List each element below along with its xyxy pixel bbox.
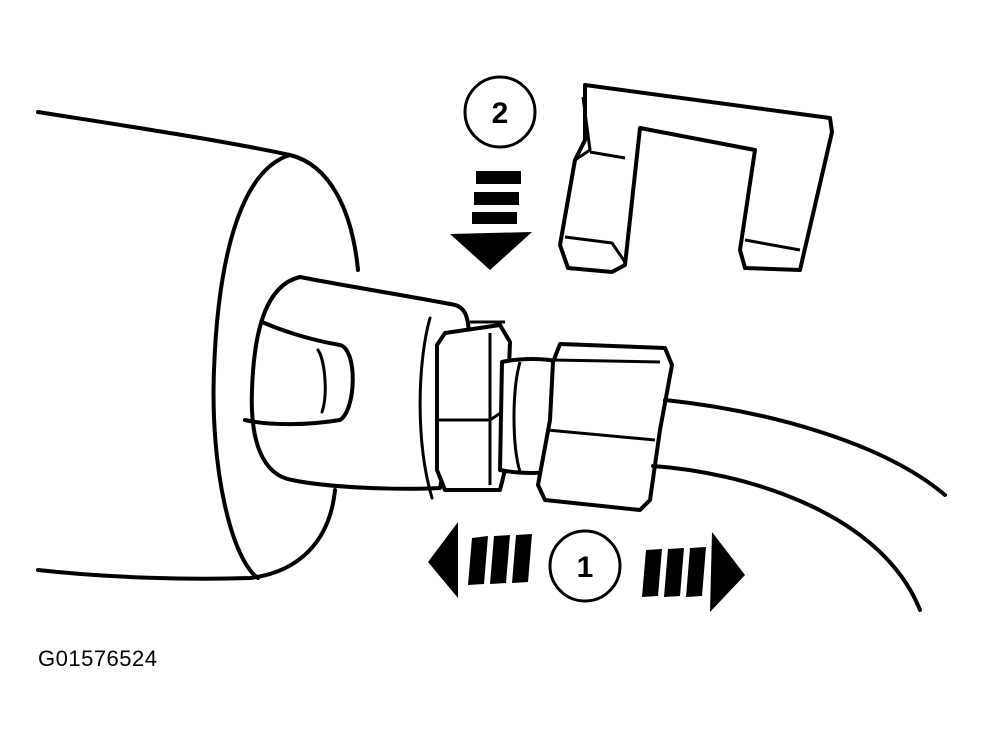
fuel-line-tube xyxy=(651,398,947,612)
callout-1: 1 xyxy=(548,529,622,603)
arrow-dash xyxy=(642,549,662,597)
spring-lock-clip xyxy=(558,83,834,274)
step-1-arrow-right xyxy=(642,532,745,612)
step-2-arrow xyxy=(450,171,532,270)
arrow-dash xyxy=(468,536,488,585)
figure-id: G01576524 xyxy=(38,646,158,671)
arrow-dash xyxy=(512,534,532,583)
arrow-dash xyxy=(686,547,706,597)
arrow-dash xyxy=(472,212,517,224)
arrow-dash xyxy=(664,548,684,597)
arrow-dash xyxy=(476,171,521,184)
arrow-head xyxy=(710,532,745,612)
filter-hex-nut xyxy=(435,320,512,492)
step-1-arrow-left xyxy=(428,522,532,598)
arrow-head xyxy=(428,522,458,598)
fuel-line-fitting xyxy=(536,342,674,512)
arrow-head xyxy=(450,232,532,270)
arrow-dash xyxy=(490,535,510,584)
fuel-filter-body xyxy=(36,110,360,581)
arrow-dash xyxy=(474,192,519,205)
callout-2-label: 2 xyxy=(492,97,509,130)
callout-1-label: 1 xyxy=(577,551,594,584)
filter-outlet-nipple xyxy=(243,275,471,500)
callout-2: 2 xyxy=(463,75,537,149)
